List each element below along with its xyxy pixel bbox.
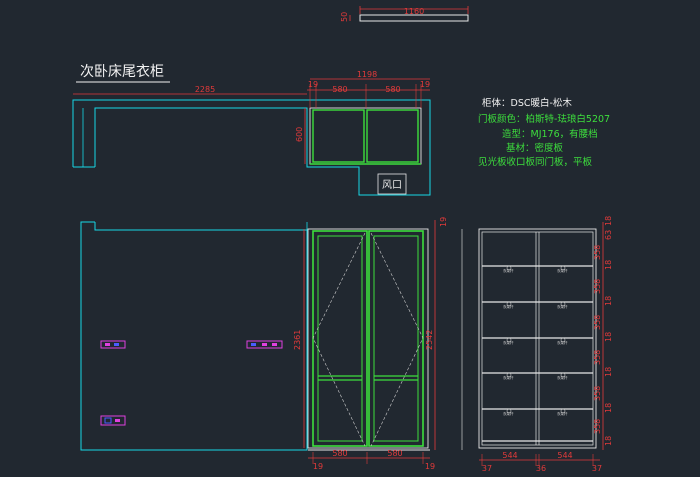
dim-elev-end-left: 19 [313,462,323,471]
dim-elev-door-right: 580 [387,449,402,458]
inner-rod-label-8: 衣架杆 [557,375,568,380]
note-door-color: 门板颜色：柏斯特-珐琅白5207 [478,113,610,125]
door-left [312,230,368,447]
dim-inner-v7: 18 [604,332,613,342]
dim-inner-v5: 18 [604,296,613,306]
dim-inner-bottom-w2: 544 [557,451,572,460]
inner-rod-label-2: 衣架杆 [557,268,568,273]
inner-rod-label-5: 衣架杆 [503,340,514,345]
dim-plan-door-left: 580 [332,85,347,94]
dim-elev-end-right: 19 [425,462,435,471]
door-right [368,230,424,447]
wall-socket-2 [246,340,283,349]
elevation-view: 2361 2542 19 580 580 19 19 [80,217,448,471]
vent-box [377,173,407,195]
material-notes: 柜体：DSC暖白-松木 门板颜色：柏斯特-珐琅白5207 造型：MJ176，有腰… [478,97,610,168]
dim-plan-end-right: 19 [420,80,430,89]
note-base-material: 基材：密度板 [506,142,564,154]
drawing-title: 次卧床尾衣柜 [80,64,164,80]
dim-plan-end-left: 19 [308,80,318,89]
dim-inner-v11: 18 [604,403,613,413]
dim-plan-total: 1198 [357,70,377,79]
dim-inner-v4: 358 [593,279,602,294]
inner-rod-label-1: 衣架杆 [503,268,514,273]
dim-inner-bottom-mid: 36 [536,464,546,473]
dim-inner-bottom-end-left: 37 [482,464,492,473]
dim-elev-top: 19 [439,217,448,227]
dim-top-side: 50 [340,12,349,22]
dim-inner-v1: 63 [604,230,613,240]
dim-plan-left: 2285 [195,85,215,94]
inner-rod-label-6: 衣架杆 [557,340,568,345]
dim-inner-v13: 18 [604,436,613,446]
inner-rod-label-4: 衣架杆 [557,304,568,309]
note-exposed-panel: 见光板收口板同门板，平板 [478,156,593,168]
dim-inner-top: 18 [604,216,613,226]
dim-inner-v10: 358 [593,386,602,401]
dim-plan-depth: 600 [295,127,304,142]
dim-inner-v6: 358 [593,315,602,330]
inner-rod-label-9: 衣架杆 [503,411,514,416]
dim-inner-v8: 358 [593,350,602,365]
dim-inner-v9: 18 [604,367,613,377]
vent-label: 风口 [382,179,402,191]
inner-rod-label-10: 衣架杆 [557,411,568,416]
dim-elev-height-left: 2361 [293,330,302,350]
dim-inner-bottom-end-right: 37 [592,464,602,473]
wall-socket-3 [100,415,126,426]
dim-top-width: 1160 [404,7,424,16]
dim-inner-v2: 358 [593,245,602,260]
inner-rod-label-3: 衣架杆 [503,304,514,309]
dim-inner-v3: 18 [604,260,613,270]
wall-socket-1 [100,340,126,349]
interior-view: 衣架杆 衣架杆 衣架杆 衣架杆 衣架杆 衣架杆 衣架杆 衣架杆 衣架杆 衣架杆 … [461,216,613,473]
note-style: 造型：MJ176，有腰档 [502,128,598,140]
dim-elev-door-left: 580 [332,449,347,458]
dim-elev-height-right: 2542 [425,330,434,350]
dim-inner-bottom-w1: 544 [502,451,517,460]
inner-rod-label-7: 衣架杆 [503,375,514,380]
dim-plan-door-right: 580 [385,85,400,94]
dim-inner-v12: 358 [593,419,602,434]
plan-view: 风口 1198 2285 19 580 580 19 600 [72,70,431,196]
note-cabinet-body: 柜体：DSC暖白-松木 [482,97,572,109]
top-section-view: 1160 50 [340,6,469,22]
